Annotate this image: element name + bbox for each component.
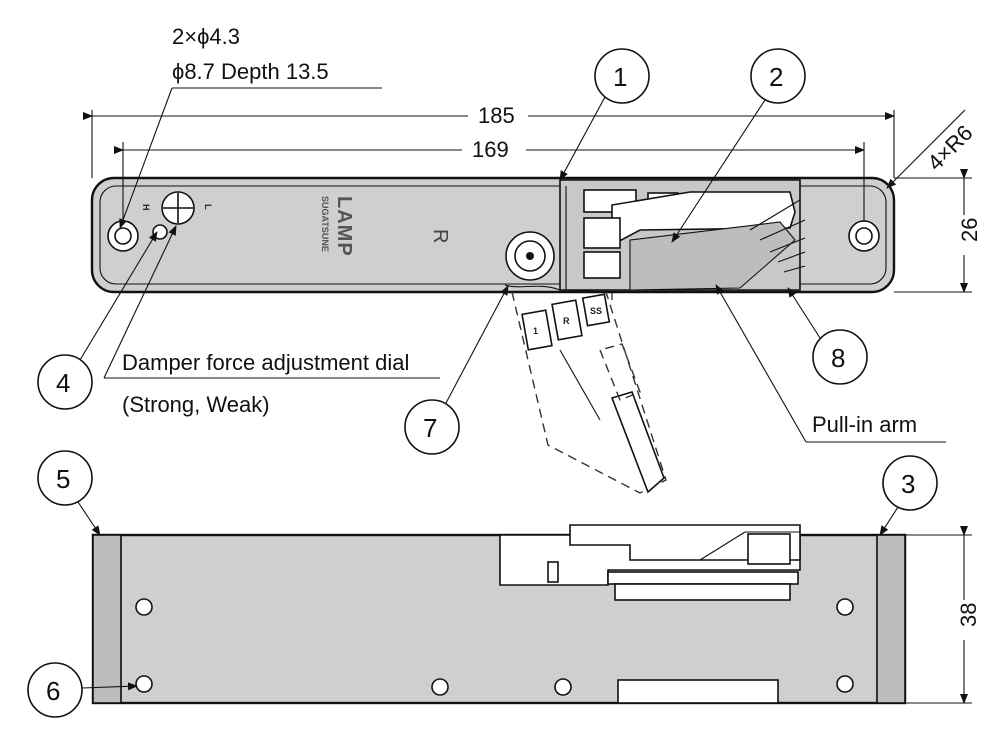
pull-in-arm-label: Pull-in arm [812, 412, 917, 437]
brand-mark: LAMP [333, 196, 355, 257]
svg-text:1: 1 [613, 62, 627, 92]
dial-mark-h: H [141, 204, 151, 211]
svg-text:3: 3 [901, 469, 915, 499]
side-hole-1 [135, 598, 153, 616]
arm-tab-label-2: R [563, 316, 570, 326]
svg-text:8: 8 [831, 343, 845, 373]
side-mark: R [429, 229, 451, 243]
side-hole-3 [431, 678, 449, 696]
dimension-corner-radius: 4×R6 [886, 109, 978, 189]
callout-8: 8 [787, 287, 868, 385]
brand-submark: SUGATSUNE [320, 196, 330, 252]
dimension-169-label: 169 [472, 137, 509, 162]
svg-text:6: 6 [46, 676, 60, 706]
svg-text:4: 4 [56, 368, 70, 398]
callout-7: 7 [404, 285, 509, 455]
side-view [91, 524, 907, 705]
pull-in-arm-note: Pull-in arm [715, 284, 946, 443]
dimension-38: 38 [905, 526, 981, 704]
dial-mark-l: L [203, 204, 213, 210]
dimension-185: 185 [83, 100, 895, 178]
dial-label-note: Damper force adjustment dial (Strong, We… [103, 225, 440, 417]
side-hole-6 [836, 675, 854, 693]
mounting-hole-right [848, 220, 880, 252]
dimension-169: 169 [114, 135, 865, 222]
svg-text:7: 7 [423, 413, 437, 443]
side-hole-2 [135, 675, 153, 693]
top-view: H L LAMP SUGATSUNE R [90, 176, 896, 294]
dimension-26-label: 26 [957, 218, 982, 242]
callout-4: 4 [37, 231, 158, 410]
dimension-26: 26 [894, 169, 982, 293]
dimension-185-label: 185 [478, 103, 515, 128]
callout-3: 3 [879, 455, 938, 536]
callout-5: 5 [37, 450, 101, 536]
hole-spec-note: 2×ϕ4.3 ϕ8.7 Depth 13.5 [119, 24, 382, 229]
corner-radius-label: 4×R6 [922, 120, 977, 175]
callout-1: 1 [559, 48, 650, 181]
side-hole-5 [836, 598, 854, 616]
callout-2: 2 [671, 48, 806, 243]
callout-6: 6 [27, 662, 138, 718]
bottom-slot [617, 679, 779, 704]
hole-spec-line-1: 2×ϕ4.3 [172, 24, 240, 49]
dial-label-line-1: Damper force adjustment dial [122, 350, 409, 375]
damper-adjustment-dial: H L [141, 191, 213, 240]
svg-text:2: 2 [769, 62, 783, 92]
hole-spec-line-2: ϕ8.7 Depth 13.5 [172, 59, 329, 84]
side-hole-4 [554, 678, 572, 696]
svg-text:5: 5 [56, 464, 70, 494]
pull-in-arm-open-position: 1 R SS [504, 284, 667, 494]
dimension-38-label: 38 [956, 603, 981, 627]
dial-label-line-2: (Strong, Weak) [122, 392, 270, 417]
mounting-hole-left [107, 220, 139, 252]
arm-tab-label-3: SS [590, 306, 602, 316]
arm-tab-label-1: 1 [533, 326, 538, 336]
